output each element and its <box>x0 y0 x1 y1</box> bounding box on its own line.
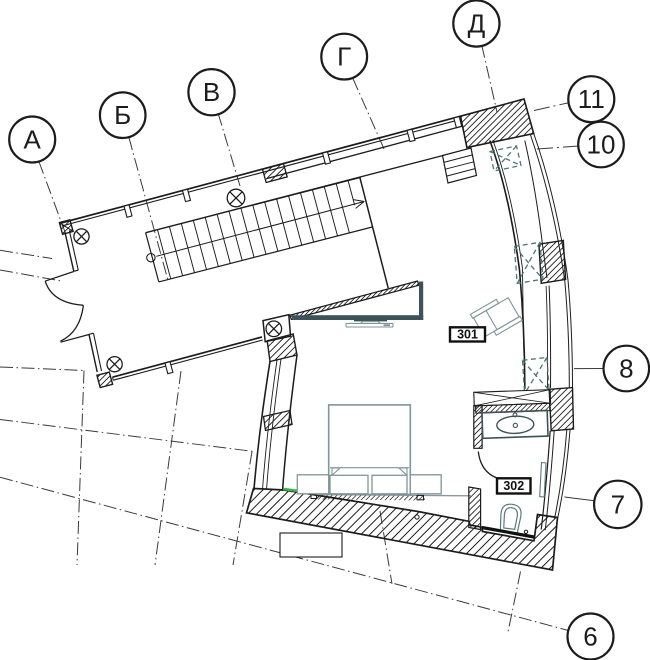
svg-text:302: 302 <box>503 479 524 493</box>
svg-text:301: 301 <box>457 328 478 342</box>
svg-text:Д: Д <box>468 9 486 39</box>
svg-text:10: 10 <box>587 130 616 160</box>
svg-text:В: В <box>203 77 220 107</box>
svg-text:6: 6 <box>583 622 597 652</box>
svg-text:11: 11 <box>578 84 605 114</box>
svg-text:Г: Г <box>337 42 351 72</box>
svg-text:Б: Б <box>114 100 131 130</box>
svg-text:8: 8 <box>619 354 633 384</box>
svg-text:7: 7 <box>611 489 625 519</box>
svg-text:А: А <box>24 125 42 155</box>
